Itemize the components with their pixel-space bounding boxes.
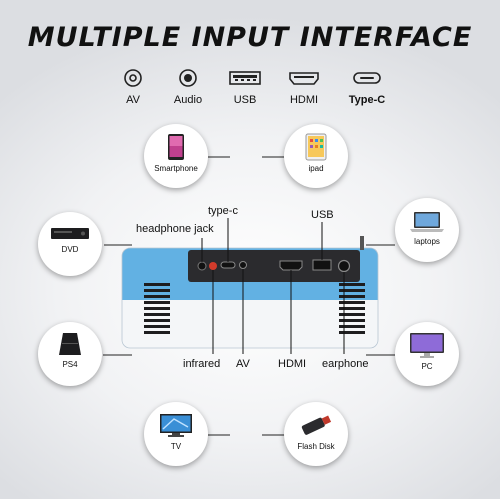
projector	[121, 236, 379, 349]
callout-infrared: infrared	[183, 358, 221, 370]
port-usb: USB	[215, 68, 275, 106]
tv-icon	[160, 414, 192, 437]
hdmi-port-icon	[289, 72, 319, 85]
type-c-port-icon	[353, 72, 381, 84]
port-label: Type-C	[348, 94, 386, 106]
device-ipad: ipad	[284, 124, 348, 188]
device-label: TV	[170, 442, 182, 451]
device-label: Smartphone	[154, 164, 198, 173]
page-title: MULTIPLE INPUT INTERFACE	[27, 22, 473, 53]
callout-earphone: earphone	[322, 358, 369, 370]
port-av: AV	[103, 68, 163, 106]
ipad-icon	[305, 133, 327, 161]
port-hdmi: HDMI	[274, 68, 334, 106]
av-jack-icon	[124, 69, 142, 87]
pc-monitor-icon	[410, 333, 444, 358]
device-label: PS4	[62, 360, 78, 369]
callout-headphone-jack: headphone jack	[136, 223, 214, 235]
audio-jack-icon	[179, 69, 197, 87]
device-smartphone: Smartphone	[144, 124, 208, 188]
usb-port-icon	[229, 71, 261, 85]
device-label: laptops	[414, 237, 440, 246]
callout-type-c: type-c	[208, 205, 238, 217]
device-label: Flash Disk	[297, 442, 335, 451]
laptop-icon	[410, 212, 444, 232]
device-laptops: laptops	[395, 198, 459, 262]
device-dvd: DVD	[38, 212, 102, 276]
dvd-player-icon	[51, 228, 89, 239]
device-flash-disk: Flash Disk	[284, 402, 348, 466]
device-pc: PC	[395, 322, 459, 386]
flash-disk-icon	[301, 415, 332, 435]
device-tv: TV	[144, 402, 208, 466]
device-ps4: PS4	[38, 322, 102, 386]
device-label: ipad	[308, 164, 324, 173]
callout-hdmi: HDMI	[278, 358, 307, 370]
port-label: USB	[233, 94, 257, 106]
port-label: Audio	[173, 94, 203, 106]
port-label: AV	[126, 94, 140, 106]
port-label: HDMI	[289, 94, 319, 106]
callout-av: AV	[236, 358, 250, 370]
port-type-c: Type-C	[337, 68, 397, 106]
callout-usb: USB	[311, 209, 334, 221]
ps4-console-icon	[59, 333, 81, 355]
device-label: PC	[421, 362, 433, 371]
smartphone-icon	[168, 134, 184, 160]
port-audio: Audio	[158, 68, 218, 106]
device-label: DVD	[61, 245, 79, 254]
